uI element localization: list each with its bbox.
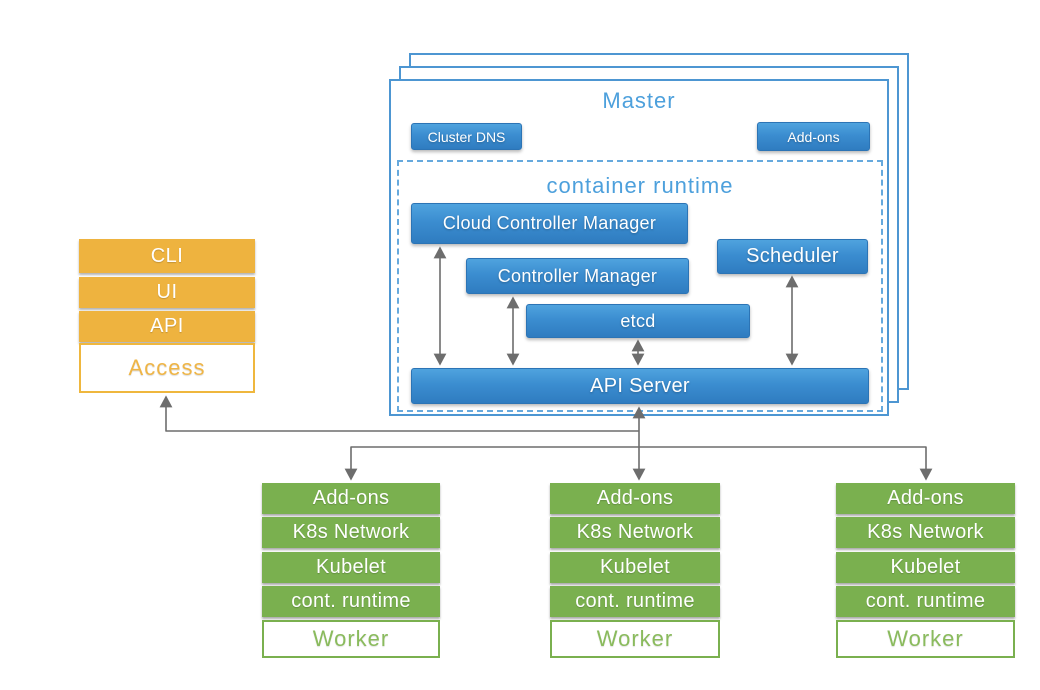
worker-base-box: Worker — [262, 620, 440, 658]
master-panel: Master Cluster DNS Add-ons container run… — [389, 79, 889, 416]
worker-stack-3: Add-ons K8s Network Kubelet cont. runtim… — [836, 483, 1015, 658]
cluster-dns-box: Cluster DNS — [411, 123, 522, 150]
scheduler-box: Scheduler — [717, 239, 868, 274]
worker-row-k8s-network: K8s Network — [836, 517, 1015, 548]
worker-row-kubelet: Kubelet — [836, 552, 1015, 583]
controller-manager-box: Controller Manager — [466, 258, 689, 294]
container-runtime-title: container runtime — [546, 173, 734, 198]
worker-row-cont-runtime: cont. runtime — [836, 586, 1015, 617]
access-row-cli: CLI — [79, 239, 255, 273]
worker-row-kubelet: Kubelet — [550, 552, 720, 583]
worker-row-addons: Add-ons — [550, 483, 720, 514]
worker-stack-1: Add-ons K8s Network Kubelet cont. runtim… — [262, 483, 440, 658]
cloud-controller-manager-box: Cloud Controller Manager — [411, 203, 688, 244]
master-addons-box: Add-ons — [757, 122, 870, 151]
worker-row-addons: Add-ons — [262, 483, 440, 514]
worker-row-cont-runtime: cont. runtime — [550, 586, 720, 617]
worker-row-k8s-network: K8s Network — [550, 517, 720, 548]
worker-row-addons: Add-ons — [836, 483, 1015, 514]
connector-api-server-workers-1-3 — [344, 446, 933, 481]
worker-row-kubelet: Kubelet — [262, 552, 440, 583]
api-server-box: API Server — [411, 368, 869, 404]
access-row-api: API — [79, 311, 255, 342]
master-title: Master — [602, 88, 676, 113]
access-base-box: Access — [79, 343, 255, 393]
worker-row-cont-runtime: cont. runtime — [262, 586, 440, 617]
worker-row-k8s-network: K8s Network — [262, 517, 440, 548]
worker-base-box: Worker — [836, 620, 1015, 658]
etcd-box: etcd — [526, 304, 750, 338]
access-row-ui: UI — [79, 277, 255, 308]
container-runtime-box: container runtime Cloud Controller Manag… — [397, 160, 883, 412]
worker-stack-2: Add-ons K8s Network Kubelet cont. runtim… — [550, 483, 720, 658]
worker-base-box: Worker — [550, 620, 720, 658]
access-stack: CLI UI API Access — [79, 239, 255, 393]
